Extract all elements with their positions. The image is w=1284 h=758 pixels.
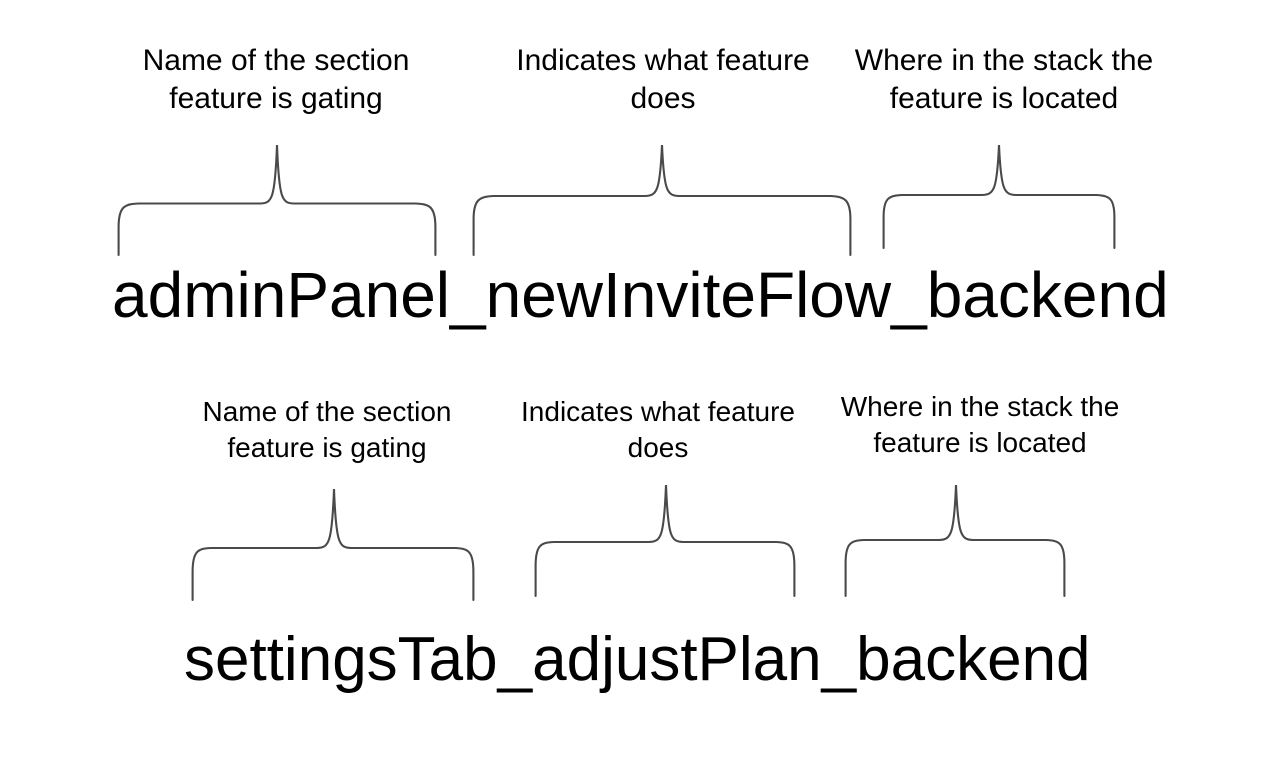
annotation-row2-segment1: Name of the section feature is gating: [202, 396, 452, 463]
brace-row2-segment3: [844, 483, 1066, 598]
brace-row1-segment1: [117, 143, 437, 257]
brace-row1-segment2-svg: [472, 144, 852, 257]
brace-row1-segment3-svg: [882, 144, 1116, 250]
brace-row1-segment2: [472, 143, 852, 257]
annotation-row1-segment2: Indicates what feature does: [516, 44, 810, 116]
annotation-row1-segment3: Where in the stack the feature is locate…: [854, 44, 1154, 116]
identifier-row2: settingsTab_adjustPlan_backend: [184, 625, 1091, 694]
brace-row1-segment1-svg: [117, 144, 437, 257]
brace-row2-segment1: [191, 487, 475, 602]
brace-row2-segment1-svg: [191, 488, 475, 602]
brace-row1-segment3: [882, 143, 1116, 250]
brace-row2-segment2-svg: [534, 484, 796, 598]
annotation-row2-segment2: Indicates what feature does: [521, 396, 795, 463]
annotation-row1-segment1: Name of the section feature is gating: [142, 44, 410, 116]
identifier-row1: adminPanel_newInviteFlow_backend: [112, 259, 1169, 331]
brace-row2-segment3-svg: [844, 484, 1066, 598]
annotation-row2-segment3: Where in the stack the feature is locate…: [840, 391, 1120, 458]
brace-row2-segment2: [534, 483, 796, 598]
